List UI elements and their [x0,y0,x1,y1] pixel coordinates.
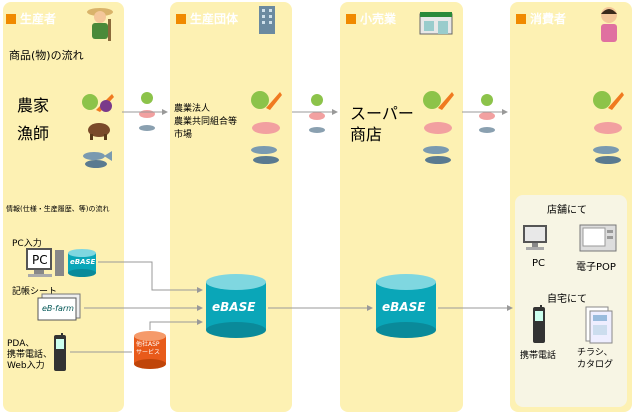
asp-line2: サービス [136,349,161,356]
producer-ebase-label: eBASE [70,258,96,266]
info-flow-label: 情報(仕様・生産履歴、等)の流れ [6,205,110,213]
header-producer: 生産者 [6,10,56,27]
asp-line1: 他社ASP [136,341,160,348]
org-ebase-db-icon [206,274,266,338]
producer-mobile-icon [54,333,66,371]
flyer-catalog-icon [585,306,613,344]
retail-line1: スーパー [350,104,414,123]
farmer-icon [87,8,113,41]
header-consumer: 消費者 [516,10,566,27]
record-sheet-label: 記帳シート [12,287,58,297]
at-home-label: 自宅にて [547,294,587,305]
mobile-input-line3: Web入力 [7,361,45,371]
consumer-icon [601,7,617,42]
retail-ebase-label: eBASE [382,300,426,314]
pc-label: PC [532,258,546,269]
flyer-label: チラシ、 カタログ [577,347,613,371]
org-line3: 市場 [174,130,193,140]
column-retail [340,2,463,412]
mobile-label: 携帯電話 [520,351,557,361]
record-sheet-icon [37,293,81,321]
mobile-input-line1: PDA、 [7,339,35,349]
org-goods-icon [251,91,282,164]
desktop-pc-icon [523,225,547,250]
retail-text: スーパー 商店 [350,103,414,145]
org-line2: 農業共同組合等 [174,117,238,127]
flyer-line1: チラシ、 [577,348,613,358]
producer-pc-icon [26,248,64,277]
cattle-icon [88,123,110,140]
produce-icon-3 [479,94,495,133]
header-org-title: 生産団体 [190,12,239,26]
retail-line2: 商店 [350,125,383,144]
header-consumer-title: 消費者 [530,12,567,26]
pc-input-label: PC入力 [12,239,42,249]
eb-farm-label: eB-farm [42,304,74,313]
consumer-goods-icon [593,91,624,164]
fish-icon [83,151,112,168]
fisher-label: 漁師 [17,124,50,143]
asp-service-icon [134,331,166,369]
produce-icon-2 [309,94,325,133]
mobile-phone-icon [533,305,545,343]
column-org [170,2,292,412]
producer-ebase-db-icon [68,249,96,277]
header-producer-title: 生産者 [20,12,57,26]
retail-ebase-db-icon [376,274,436,338]
mobile-input-line2: 携帯電話、 [7,350,53,360]
at-store-label: 店舗にて [547,205,587,216]
store-icon [419,12,453,35]
org-line1: 農業法人 [174,104,211,114]
header-retail: 小売業 [346,10,396,27]
asp-label: 他社ASP サービス [136,341,160,357]
farmer-label: 農家 [17,96,50,115]
header-org: 生産団体 [176,10,238,27]
mobile-input-label: PDA、 携帯電話、 Web入力 [7,339,52,372]
org-text: 農業法人 農業共同組合等 市場 [174,103,237,142]
flyer-line2: カタログ [577,360,614,370]
org-ebase-label: eBASE [212,300,256,314]
producer-pc-text: PC [32,253,48,267]
goods-flow-label: 商品(物)の流れ [9,49,84,62]
e-pop-label: 電子POP [576,262,616,273]
header-retail-title: 小売業 [360,12,397,26]
vegetables-icon [82,94,114,112]
retail-goods-icon [423,91,454,164]
e-pop-display-icon [579,224,617,252]
building-icon [259,6,275,34]
